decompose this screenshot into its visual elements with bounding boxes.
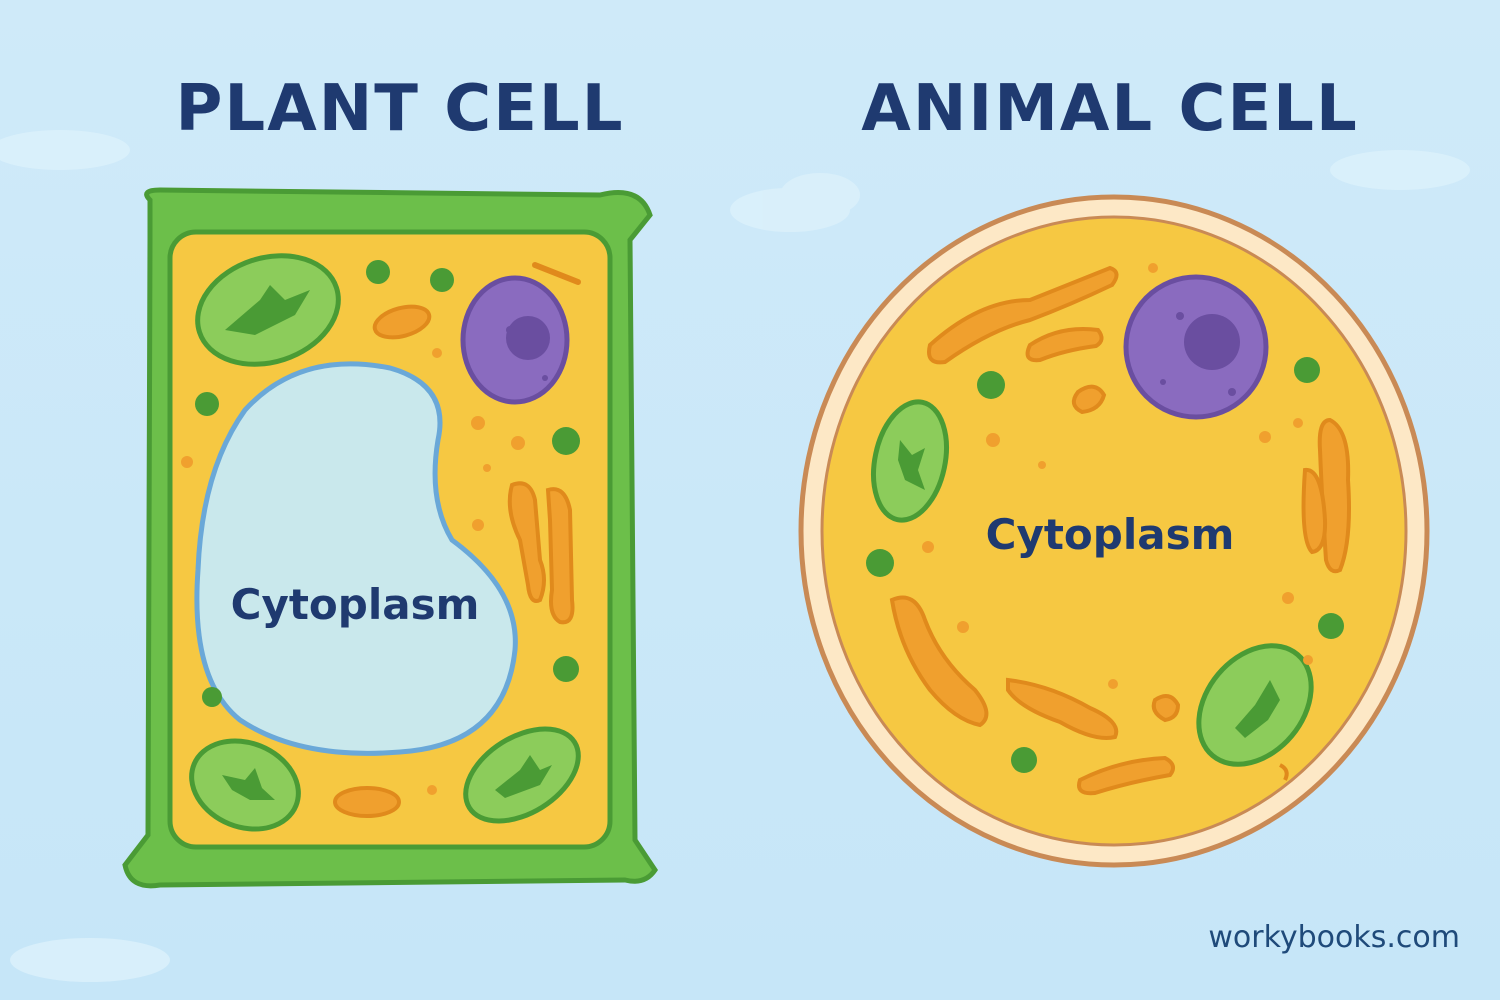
plant-chloroplast (195, 253, 341, 367)
animal-cell-title: ANIMAL CELL (861, 72, 1359, 146)
animal-mitochondria (889, 265, 1351, 796)
plant-vacuole (194, 361, 518, 756)
animal-organelle-green (1196, 643, 1314, 767)
plant-granules-orange (181, 348, 525, 795)
brand-watermark: workybooks.com (1208, 920, 1460, 955)
plant-chloroplast (189, 738, 301, 832)
plant-mitochondria (333, 262, 581, 818)
animal-granules-green (866, 357, 1344, 773)
plant-nucleus (460, 275, 570, 405)
animal-cell (798, 194, 1430, 868)
animal-cytoplasm-label: Cytoplasm (985, 510, 1235, 559)
animal-nucleus (1123, 274, 1269, 420)
animal-organelle-green (871, 399, 949, 523)
plant-chloroplast (463, 726, 581, 824)
plant-cell-title: PLANT CELL (175, 72, 625, 146)
animal-granules-orange (922, 263, 1313, 689)
plant-cell (122, 187, 659, 889)
background-clouds (0, 130, 1470, 982)
plant-granules-green (195, 260, 580, 707)
plant-cytoplasm-label: Cytoplasm (230, 580, 480, 629)
